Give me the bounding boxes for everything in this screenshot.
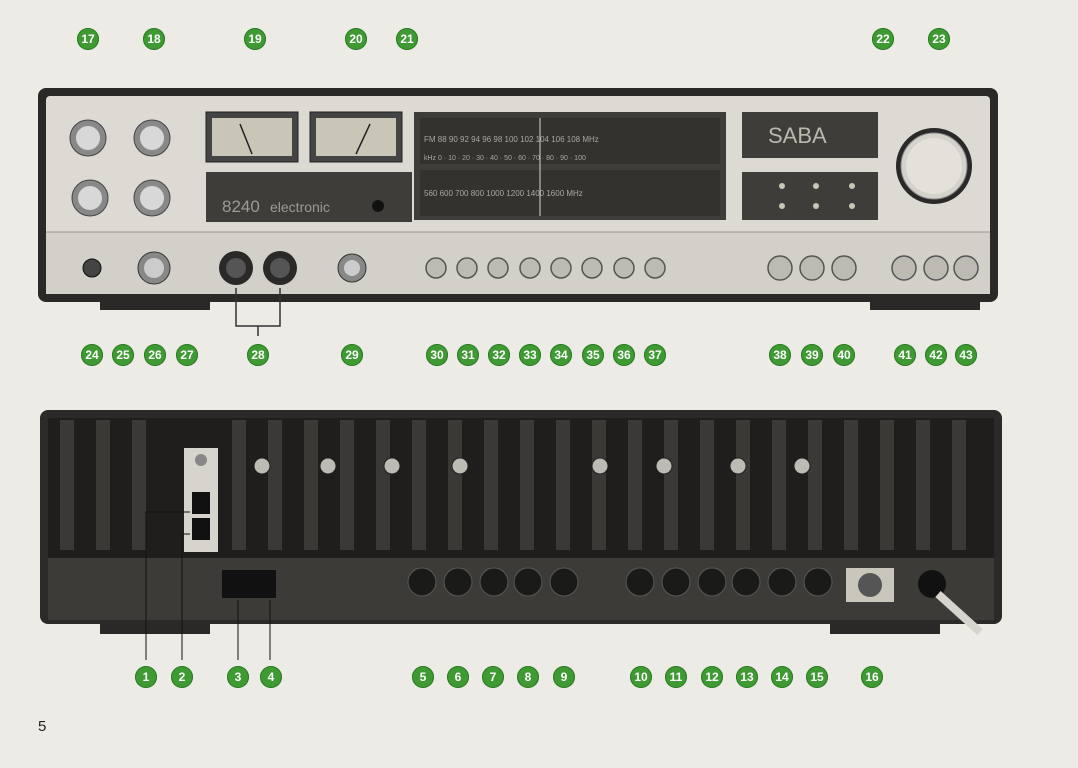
callout-6: 6 [447,666,469,688]
callout-34: 34 [550,344,572,366]
callout-35: 35 [582,344,604,366]
callout-28: 28 [247,344,269,366]
callout-9: 9 [553,666,575,688]
balance-knob-left [71,179,109,217]
callout-43: 43 [955,344,977,366]
callout-4: 4 [260,666,282,688]
callout-1: 1 [135,666,157,688]
khz-scale-text: kHz 0 · 10 · 20 · 30 · 40 · 50 · 60 · 70… [424,155,586,162]
din-sockets-right [625,567,833,597]
fm-scale-text: FM 88 90 92 94 96 98 100 102 104 106 108… [424,135,599,144]
callout-7: 7 [482,666,504,688]
page-number: 5 [38,718,47,735]
callout-23: 23 [928,28,950,50]
callout-13: 13 [736,666,758,688]
callout-27: 27 [176,344,198,366]
callout-26: 26 [144,344,166,366]
callout-12: 12 [701,666,723,688]
am-scale-text: 560 600 700 800 1000 1200 1400 1600 MHz [424,189,583,198]
callout-40: 40 [833,344,855,366]
loudness-knob [337,253,367,283]
callout-39: 39 [801,344,823,366]
volume-knob [137,251,171,285]
callout-33: 33 [519,344,541,366]
callout-3: 3 [227,666,249,688]
power-cord [918,570,983,635]
antenna-socket [846,568,894,602]
heatsink-fins [60,420,966,550]
callout-19: 19 [244,28,266,50]
band-indicator-panel [742,172,878,220]
callout-21: 21 [396,28,418,50]
callout-10: 10 [630,666,652,688]
callout-22: 22 [872,28,894,50]
callout-17: 17 [77,28,99,50]
callout-25: 25 [112,344,134,366]
headphone-jacks [219,251,297,285]
treble-knob [133,119,171,157]
callout-41: 41 [894,344,916,366]
balance-knob-right [133,179,171,217]
callout-2: 2 [171,666,193,688]
outlet-socket [222,570,276,598]
callout-14: 14 [771,666,793,688]
callout-37: 37 [644,344,666,366]
callout-15: 15 [806,666,828,688]
callout-5: 5 [412,666,434,688]
callout-20: 20 [345,28,367,50]
callout-38: 38 [769,344,791,366]
model-suffix-text: electronic [270,199,330,215]
callout-32: 32 [488,344,510,366]
speaker-terminals [253,457,811,475]
callout-42: 42 [925,344,947,366]
callout-16: 16 [861,666,883,688]
callout-30: 30 [426,344,448,366]
callout-31: 31 [457,344,479,366]
din-sockets-left [407,567,579,597]
callout-29: 29 [341,344,363,366]
brand-plate [742,112,878,158]
callout-11: 11 [665,666,687,688]
callout-36: 36 [613,344,635,366]
tuning-knob [896,128,972,204]
callout-24: 24 [81,344,103,366]
model-text: 8240 [222,197,260,216]
model-plate [206,172,412,222]
callout-8: 8 [517,666,539,688]
brand-text: SABA [768,123,827,148]
callout-18: 18 [143,28,165,50]
bass-knob [69,119,107,157]
